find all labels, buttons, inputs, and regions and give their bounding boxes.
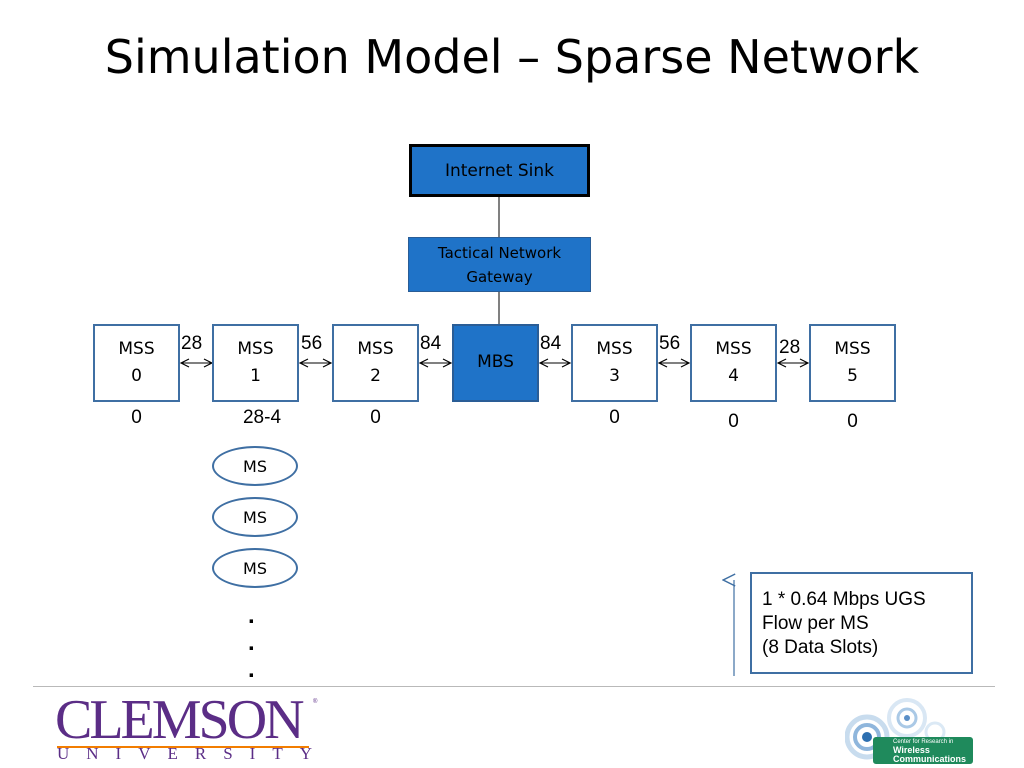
mss-id: 1	[250, 366, 261, 386]
mss-node-3: MSS 3	[571, 324, 658, 402]
clemson-logo-rule	[57, 746, 309, 748]
mss-id: 4	[728, 366, 739, 386]
node-value-1: 28-4	[242, 407, 282, 428]
gateway-label-line1: Tactical Network	[437, 243, 562, 262]
mss-label: MSS	[237, 339, 274, 359]
university-label: UNIVERSITY	[57, 744, 329, 763]
mss-label: MSS	[715, 339, 752, 359]
ms-node-1: MS	[212, 446, 298, 486]
mss-node-0: MSS 0	[93, 324, 180, 402]
link-label-1-2: 56	[301, 333, 323, 354]
mss-node-1: MSS 1	[212, 324, 299, 402]
node-value-5: 0	[847, 411, 858, 432]
cwrc-line3: Communications	[893, 754, 967, 764]
mss-id: 5	[847, 366, 858, 386]
note-line3: (8 Data Slots)	[762, 637, 879, 658]
link-label-mbs-3: 84	[540, 333, 562, 354]
footer-divider	[33, 686, 995, 687]
slide-title: Simulation Model – Sparse Network	[104, 30, 920, 84]
node-value-0: 0	[131, 407, 142, 428]
internet-sink-node: Internet Sink	[409, 144, 590, 197]
mss-node-4: MSS 4	[690, 324, 777, 402]
mss-label: MSS	[834, 339, 871, 359]
mbs-node: MBS	[452, 324, 539, 402]
node-value-2: 0	[370, 407, 381, 428]
clemson-logo: CLEMSON	[55, 689, 305, 751]
mss-label: MSS	[357, 339, 394, 359]
ellipsis-dot-1: .	[248, 602, 255, 629]
gateway-label-line2: Gateway	[466, 267, 533, 286]
note-line1: 1 * 0.64 Mbps UGS	[762, 589, 926, 610]
cwrc-line2: Wireless	[893, 745, 930, 755]
ms-node-3: MS	[212, 548, 298, 588]
ellipsis-dot-2: .	[248, 629, 255, 656]
mss-id: 2	[370, 366, 381, 386]
mss-label: MSS	[118, 339, 155, 359]
mss-node-5: MSS 5	[809, 324, 896, 402]
ellipsis-dot-3: .	[248, 656, 255, 683]
mss-label: MSS	[596, 339, 633, 359]
ms-node-2: MS	[212, 497, 298, 537]
mss-id: 0	[131, 366, 142, 386]
mss-id: 3	[609, 366, 620, 386]
node-value-4: 0	[728, 411, 739, 432]
mss-node-2: MSS 2	[332, 324, 419, 402]
link-label-2-mbs: 84	[420, 333, 442, 354]
cwrc-line1: Center for Research in	[893, 739, 954, 745]
link-label-4-5: 28	[779, 337, 801, 358]
cwrc-logo-badge: Center for Research in Wireless Communic…	[873, 737, 973, 764]
link-label-3-4: 56	[659, 333, 681, 354]
tactical-network-gateway-node: Tactical Network Gateway	[408, 237, 591, 292]
link-label-0-1: 28	[181, 333, 203, 354]
node-value-3: 0	[609, 407, 620, 428]
registered-mark: ®	[313, 699, 318, 705]
note-line2: Flow per MS	[762, 613, 869, 634]
flow-note-box: 1 * 0.64 Mbps UGS Flow per MS (8 Data Sl…	[750, 572, 973, 674]
